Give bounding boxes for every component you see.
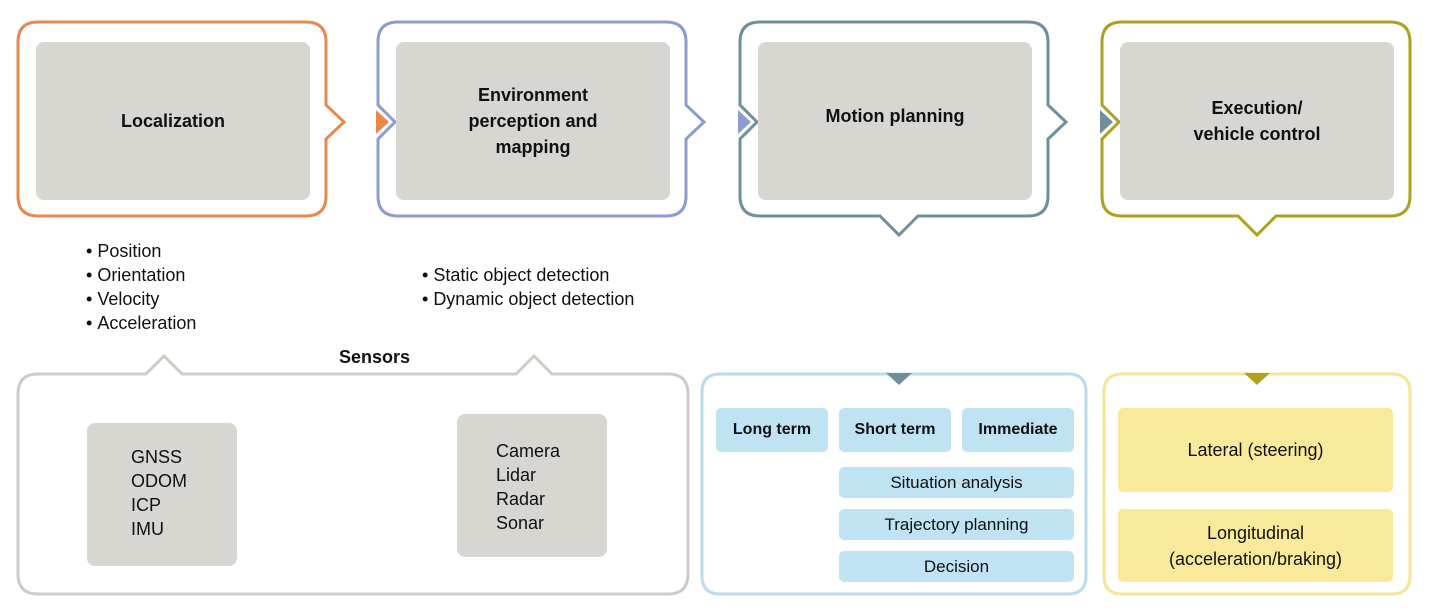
sensors-frame (16, 353, 690, 596)
stage-localization: Localization (36, 42, 310, 200)
motion-planning-detail-pointer (886, 373, 912, 385)
vehicle-control-detail-pointer (1244, 373, 1270, 385)
horizon-short-term: Short term (839, 408, 951, 452)
sensor-item: Lidar (496, 465, 537, 485)
localization-frame (16, 20, 347, 218)
sensor-item: Camera (496, 441, 561, 461)
task-decision: Decision (839, 551, 1074, 582)
control-lateral: Lateral (steering) (1118, 408, 1393, 492)
stage-localization-title: Localization (120, 111, 225, 131)
task-trajectory-planning: Trajectory planning (839, 509, 1074, 540)
perception-sensors-box: Camera Lidar Radar Sonar (457, 414, 607, 557)
task-situation-analysis: Situation analysis (839, 467, 1074, 498)
list-item: Static object detection (422, 263, 634, 287)
motion-planning-arrow-tip (1100, 110, 1113, 134)
motion-planning-detail-frame (700, 372, 1088, 596)
perception-outputs: Static object detection Dynamic object d… (422, 263, 634, 311)
list-item: Acceleration (86, 311, 196, 335)
stage-motion-planning-title: Motion planning (825, 106, 965, 126)
vehicle-control-detail-frame (1102, 372, 1412, 596)
localization-arrow-tip (376, 110, 389, 134)
control-longitudinal-label: Longitudinal (acceleration/braking) (1168, 522, 1343, 569)
stage-perception-title: Environment perception and mapping (468, 85, 598, 157)
horizon-long-term: Long term (716, 408, 828, 452)
list-item: Dynamic object detection (422, 287, 634, 311)
sensor-item: ICP (131, 495, 162, 515)
list-item: Orientation (86, 263, 196, 287)
stage-vehicle-control: Execution/ vehicle control (1120, 42, 1394, 200)
stage-motion-planning: Motion planning (758, 42, 1032, 200)
list-item: Velocity (86, 287, 196, 311)
vehicle-control-frame (1100, 20, 1412, 238)
localization-sensors-box: GNSS ODOM ICP IMU (87, 423, 237, 566)
control-lateral-label: Lateral (steering) (1187, 440, 1324, 460)
perception-frame (376, 20, 707, 218)
list-item: Position (86, 239, 196, 263)
horizon-immediate: Immediate (962, 408, 1074, 452)
stage-perception: Environment perception and mapping (396, 42, 670, 200)
sensor-item: GNSS (131, 447, 183, 467)
perception-arrow-tip (738, 110, 751, 134)
stage-vehicle-control-title: Execution/ vehicle control (1193, 98, 1321, 144)
motion-planning-frame (738, 20, 1069, 238)
sensor-item: IMU (131, 519, 164, 539)
control-longitudinal: Longitudinal (acceleration/braking) (1118, 509, 1393, 582)
sensors-title: Sensors (339, 347, 411, 367)
sensor-item: ODOM (131, 471, 187, 491)
sensor-item: Sonar (496, 513, 545, 533)
sensor-item: Radar (496, 489, 546, 509)
localization-outputs: Position Orientation Velocity Accelerati… (86, 239, 196, 335)
